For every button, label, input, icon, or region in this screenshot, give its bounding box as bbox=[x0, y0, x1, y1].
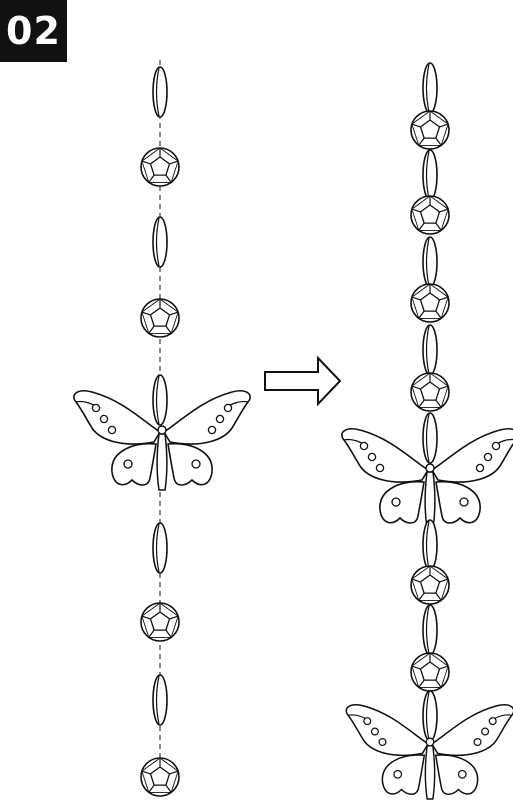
faceted-bead bbox=[141, 758, 179, 796]
faceted-bead bbox=[411, 653, 449, 691]
oval-bead bbox=[153, 67, 167, 117]
oval-bead bbox=[153, 217, 167, 267]
faceted-bead bbox=[411, 196, 449, 234]
oval-bead bbox=[423, 150, 437, 200]
faceted-bead bbox=[411, 111, 449, 149]
oval-bead bbox=[423, 691, 437, 741]
oval-bead bbox=[423, 237, 437, 287]
oval-bead bbox=[423, 325, 437, 375]
faceted-bead bbox=[411, 566, 449, 604]
faceted-bead bbox=[141, 148, 179, 186]
faceted-bead bbox=[411, 373, 449, 411]
oval-bead bbox=[153, 675, 167, 725]
direction-arrow bbox=[265, 358, 340, 404]
faceted-bead bbox=[411, 284, 449, 322]
oval-bead bbox=[153, 375, 167, 425]
faceted-bead bbox=[141, 603, 179, 641]
left-strand bbox=[74, 60, 250, 796]
oval-bead bbox=[153, 523, 167, 573]
oval-bead bbox=[423, 520, 437, 570]
oval-bead bbox=[423, 63, 437, 113]
right-strand bbox=[342, 63, 513, 799]
oval-bead bbox=[423, 605, 437, 655]
faceted-bead bbox=[141, 299, 179, 337]
oval-bead bbox=[423, 413, 437, 463]
